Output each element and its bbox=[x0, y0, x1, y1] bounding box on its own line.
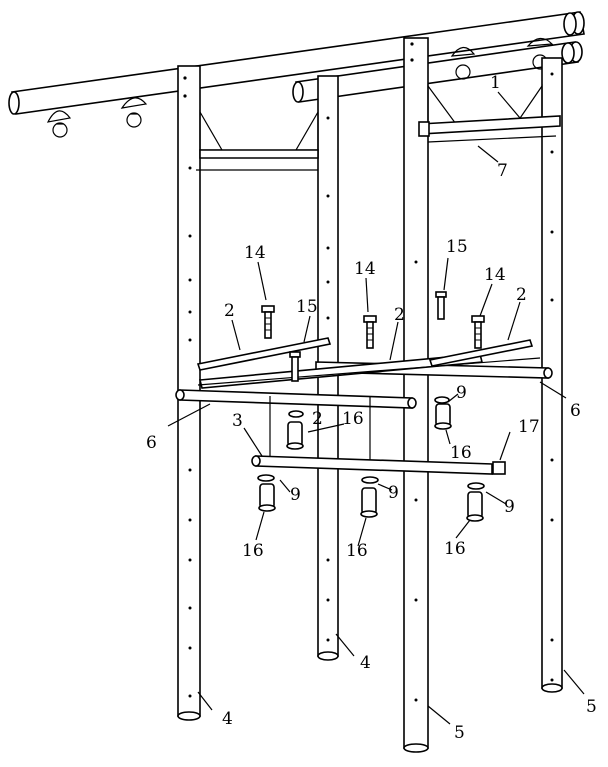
part-label-14: 14 bbox=[354, 259, 376, 279]
part-label-2: 2 bbox=[224, 301, 235, 321]
part-label-9: 9 bbox=[456, 383, 467, 403]
leg-holes bbox=[183, 42, 554, 702]
upper-bracket-right bbox=[418, 84, 561, 143]
cap-nut bbox=[360, 476, 379, 518]
upper-bracket bbox=[196, 109, 319, 171]
part-label-16: 16 bbox=[242, 541, 264, 561]
swing-hook bbox=[46, 110, 72, 138]
part-label-2: 2 bbox=[516, 285, 527, 305]
cap-nut bbox=[286, 410, 304, 450]
part-label-9: 9 bbox=[290, 485, 301, 505]
part-label-9: 9 bbox=[388, 483, 399, 503]
part-labels: 1 7 2 2 2 2 15 15 14 14 14 6 6 3 16 17 9… bbox=[146, 73, 597, 743]
cap-nut bbox=[466, 482, 485, 522]
part-label-3: 3 bbox=[232, 411, 243, 431]
leader-lines bbox=[167, 91, 585, 725]
part-label-16: 16 bbox=[346, 541, 368, 561]
part-label-14: 14 bbox=[244, 243, 266, 263]
bolt bbox=[363, 315, 377, 349]
part-label-2: 2 bbox=[394, 305, 405, 325]
cap-nut bbox=[434, 396, 452, 430]
part-label-5: 5 bbox=[586, 697, 597, 717]
bolt bbox=[289, 351, 301, 382]
part-label-4: 4 bbox=[360, 653, 371, 673]
platform-bars bbox=[175, 337, 553, 409]
cap-nut bbox=[257, 474, 276, 512]
top-beam-rear bbox=[292, 41, 583, 103]
part-label-4: 4 bbox=[222, 709, 233, 729]
bolt bbox=[261, 305, 275, 339]
part-label-16: 16 bbox=[450, 443, 472, 463]
part-label-2: 2 bbox=[312, 409, 323, 429]
part-label-16: 16 bbox=[444, 539, 466, 559]
top-beam-front bbox=[8, 11, 585, 115]
part-label-15: 15 bbox=[296, 297, 318, 317]
part-label-7: 7 bbox=[497, 161, 508, 181]
part-label-6: 6 bbox=[146, 433, 157, 453]
part-label-14: 14 bbox=[484, 265, 506, 285]
part-label-6: 6 bbox=[570, 401, 581, 421]
bolt bbox=[471, 315, 485, 349]
part-label-9: 9 bbox=[504, 497, 515, 517]
bolt bbox=[435, 291, 447, 320]
lower-bar bbox=[251, 396, 506, 475]
part-label-16: 16 bbox=[342, 409, 364, 429]
swing-hook bbox=[450, 46, 476, 80]
part-label-1: 1 bbox=[490, 73, 501, 93]
part-label-15: 15 bbox=[446, 237, 468, 257]
part-label-5: 5 bbox=[454, 723, 465, 743]
swing-hook bbox=[120, 97, 148, 128]
leg-front-right bbox=[403, 37, 429, 753]
part-label-17: 17 bbox=[518, 417, 540, 437]
